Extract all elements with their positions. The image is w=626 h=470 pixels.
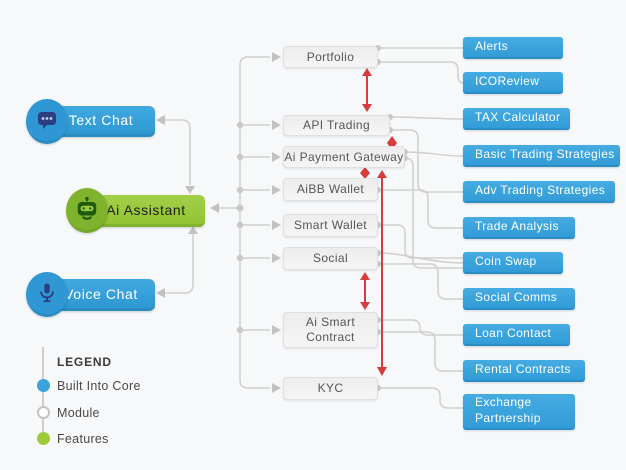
module-social-label: Social xyxy=(312,251,349,265)
legend-dot-built-into-core xyxy=(37,379,50,392)
feature-exchange-partnership-label: Exchange Partnership xyxy=(475,395,541,425)
link-social-coinswap xyxy=(377,252,464,264)
node-ai-assistant[interactable]: Ai Assistant xyxy=(87,195,205,227)
feature-alerts-label: Alerts xyxy=(475,39,509,54)
feature-adv-trading-label: Adv Trading Strategies xyxy=(475,183,606,198)
connector-voice-chat xyxy=(163,232,194,294)
feature-social-comms-label: Social Comms xyxy=(475,290,558,305)
module-payment-gateway[interactable]: Ai Payment Gateway xyxy=(283,146,405,168)
arrowhead-contract xyxy=(272,325,281,335)
arrowhead-aibb xyxy=(272,185,281,195)
feature-basic-trading-label: Basic Trading Strategies xyxy=(475,147,615,162)
legend-dot-module xyxy=(37,406,50,419)
feature-alerts[interactable]: Alerts xyxy=(463,37,563,59)
connector-trunk xyxy=(239,56,270,389)
ai-assistant-icon-bubble xyxy=(66,188,108,233)
link-smartwallet-coinswap xyxy=(378,224,463,259)
module-social[interactable]: Social xyxy=(283,247,378,270)
module-aibb-wallet-label: AiBB Wallet xyxy=(296,182,365,196)
feature-icoreview-label: ICOReview xyxy=(475,74,540,89)
module-api-trading[interactable]: API Trading xyxy=(283,115,390,136)
link-gateway-basic xyxy=(404,151,464,157)
module-api-trading-label: API Trading xyxy=(302,118,371,132)
arrowhead-voice-chat xyxy=(156,288,165,298)
legend-dot-features xyxy=(37,432,50,445)
module-smart-wallet-label: Smart Wallet xyxy=(293,218,368,232)
arrowhead-kyc xyxy=(272,383,281,393)
arrowhead-social xyxy=(272,253,281,263)
module-portfolio[interactable]: Portfolio xyxy=(283,46,378,68)
feature-social-comms[interactable]: Social Comms xyxy=(463,288,575,310)
module-smart-contract[interactable]: Ai Smart Contract xyxy=(283,312,378,348)
module-payment-gateway-label: Ai Payment Gateway xyxy=(284,149,404,164)
arrowhead-assistant-right xyxy=(210,203,219,213)
link-kyc-exchange xyxy=(378,387,463,409)
red-arrow-social-contract xyxy=(360,272,370,310)
module-smart-contract-label: Ai Smart Contract xyxy=(305,315,356,344)
module-aibb-wallet[interactable]: AiBB Wallet xyxy=(283,178,378,201)
link-contract-loan xyxy=(378,319,463,336)
legend-title: LEGEND xyxy=(57,355,112,369)
link-gateway-coinswap xyxy=(404,157,463,269)
microphone-icon xyxy=(40,283,54,303)
ai-assistant-label: Ai Assistant xyxy=(106,201,186,218)
feature-loan-contact[interactable]: Loan Contact xyxy=(463,324,570,346)
red-arrow-gateway-aibb xyxy=(360,167,370,179)
module-kyc[interactable]: KYC xyxy=(283,377,378,400)
feature-rental-contracts[interactable]: Rental Contracts xyxy=(463,360,585,382)
legend-connector-line xyxy=(42,347,44,439)
legend-label-features: Features xyxy=(57,432,109,446)
feature-icoreview[interactable]: ICOReview xyxy=(463,72,563,94)
feature-tax-calculator[interactable]: TAX Calculator xyxy=(463,108,570,130)
feature-adv-trading[interactable]: Adv Trading Strategies xyxy=(463,181,615,203)
feature-rental-contracts-label: Rental Contracts xyxy=(475,362,571,377)
feature-tax-calculator-label: TAX Calculator xyxy=(475,110,561,125)
feature-exchange-partnership[interactable]: Exchange Partnership xyxy=(463,394,575,430)
text-chat-label: Text Chat xyxy=(68,112,134,128)
arrowhead-portfolio xyxy=(272,52,281,62)
connector-text-chat xyxy=(163,119,191,185)
feature-coin-swap-label: Coin Swap xyxy=(475,254,537,269)
link-aibb-trade xyxy=(378,189,463,229)
chat-bubble-icon xyxy=(38,112,56,129)
robot-icon xyxy=(77,196,97,220)
feature-coin-swap[interactable]: Coin Swap xyxy=(463,252,563,274)
module-portfolio-label: Portfolio xyxy=(306,49,355,64)
gray-connectors xyxy=(163,47,464,409)
red-arrow-gateway-kyc-long xyxy=(377,170,387,376)
link-portfolio-icoreview xyxy=(378,61,464,84)
voice-chat-icon-bubble xyxy=(26,272,68,317)
feature-loan-contact-label: Loan Contact xyxy=(475,326,552,341)
feature-basic-trading[interactable]: Basic Trading Strategies xyxy=(463,145,620,167)
red-arrow-portfolio-api xyxy=(362,68,372,112)
module-smart-wallet[interactable]: Smart Wallet xyxy=(283,214,378,237)
link-contract-rental xyxy=(378,331,463,372)
arrowhead-gateway xyxy=(272,152,281,162)
text-chat-icon-bubble xyxy=(26,99,68,144)
voice-chat-label: Voice Chat xyxy=(64,285,138,302)
link-social-comms xyxy=(378,263,463,300)
legend-label-module: Module xyxy=(57,406,100,420)
legend-label-built-into-core: Built Into Core xyxy=(57,379,141,393)
link-api-adv xyxy=(390,129,463,193)
module-kyc-label: KYC xyxy=(317,381,344,395)
link-api-tax xyxy=(389,116,464,120)
gray-arrowheads xyxy=(156,52,281,393)
arrowhead-smartwallet xyxy=(272,220,281,230)
feature-trade-analysis[interactable]: Trade Analysis xyxy=(463,217,575,239)
feature-trade-analysis-label: Trade Analysis xyxy=(475,219,559,234)
arrowhead-assistant-top xyxy=(185,186,195,194)
arrowhead-assistant-bottom xyxy=(188,226,198,234)
arrowhead-api xyxy=(272,120,281,130)
arrowhead-text-chat xyxy=(156,115,165,125)
